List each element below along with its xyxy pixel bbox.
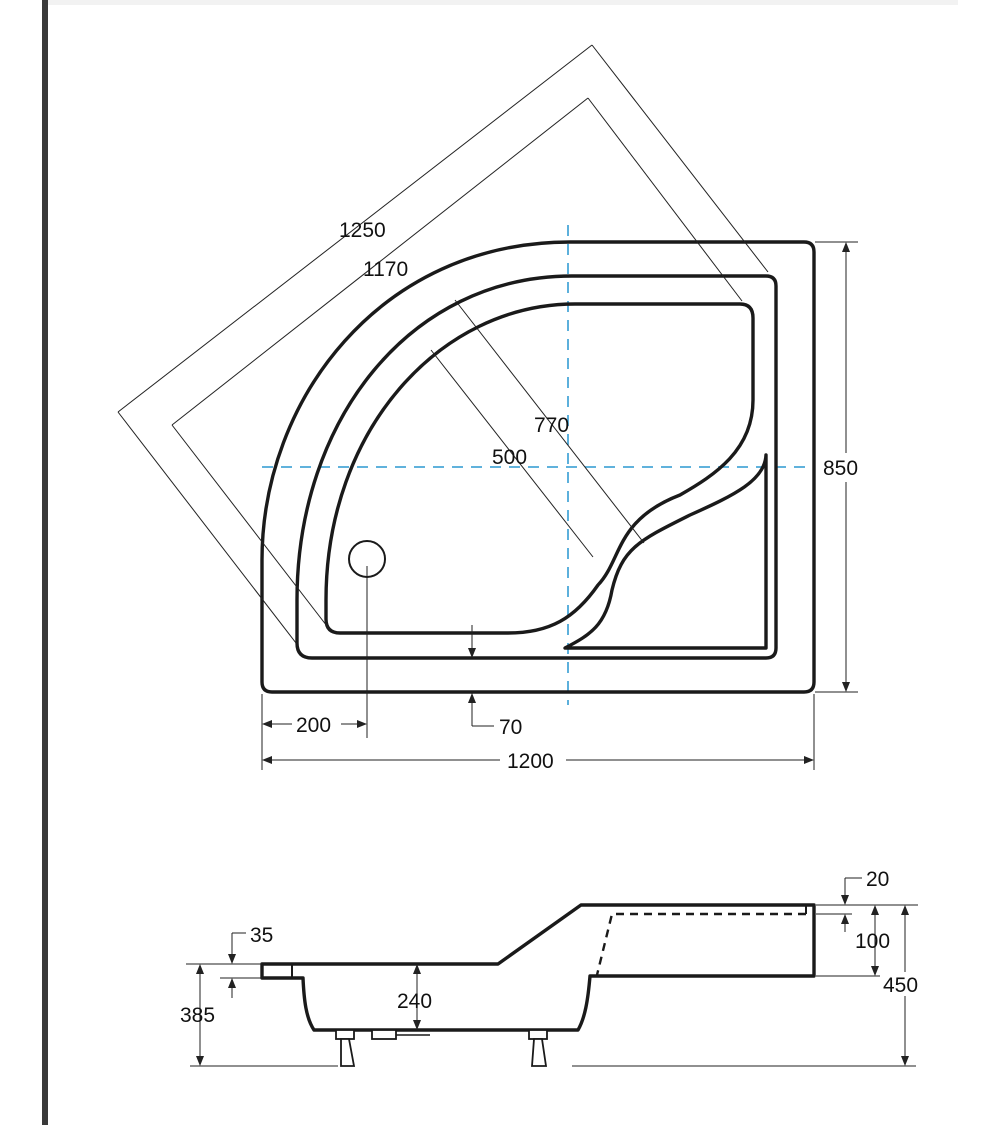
seat-hidden-line: [595, 912, 806, 976]
dim-1250: 1250: [117, 44, 769, 644]
dim-label-770: 770: [534, 414, 569, 437]
leg-right: [528, 1029, 548, 1067]
seat-outline: [563, 453, 768, 650]
dim-20: 20: [816, 868, 889, 932]
dim-label-500: 500: [492, 446, 527, 469]
dim-100: 100: [816, 904, 918, 977]
dim-label-20: 20: [866, 868, 889, 891]
dim-35: 35: [220, 924, 273, 998]
dim-label-1250: 1250: [339, 219, 386, 242]
dim-label-240: 240: [397, 990, 432, 1013]
dim-label-70: 70: [499, 716, 522, 739]
dim-1170: 1170: [171, 97, 743, 631]
dim-500: 500: [430, 349, 594, 558]
dim-70: 70: [468, 625, 522, 739]
dim-label-450: 450: [883, 974, 918, 997]
dim-240: 240: [397, 964, 432, 1030]
dim-850: 850: [815, 241, 858, 693]
dim-label-200: 200: [296, 714, 331, 737]
dim-label-850: 850: [823, 457, 858, 480]
tray-section-outline: [260, 903, 816, 1032]
dim-770: 770: [454, 299, 645, 544]
tray-outer-outline: [260, 240, 816, 694]
page-left-border: [42, 0, 48, 1125]
dim-385: 385: [180, 963, 262, 1066]
dim-450: 450: [881, 905, 927, 1066]
tray-rim-outline: [295, 274, 778, 660]
dim-label-35: 35: [250, 924, 273, 947]
plan-view: 1250 1170 770 500 850: [117, 44, 858, 773]
dim-1200: 1200: [262, 694, 815, 773]
leg-left: [335, 1029, 356, 1067]
dim-200: 200: [261, 566, 368, 770]
dim-label-100: 100: [855, 930, 890, 953]
basin-outline: [324, 302, 755, 635]
dim-label-1200: 1200: [507, 750, 554, 773]
drain-pipe: [371, 1029, 430, 1040]
dim-label-1170: 1170: [363, 258, 408, 281]
dim-label-385: 385: [180, 1004, 215, 1027]
section-view: 385 35 240 20: [180, 868, 927, 1067]
top-strip: [48, 0, 958, 5]
